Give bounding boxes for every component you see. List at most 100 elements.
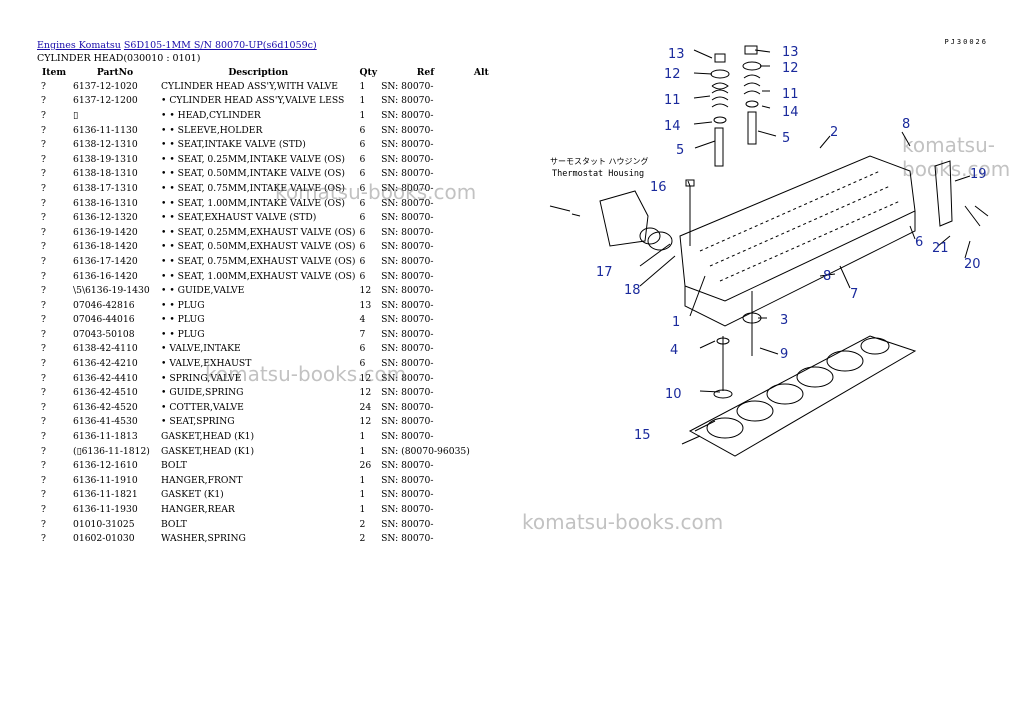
diagram-id: PJ30026	[944, 38, 988, 46]
callout-number: 7	[850, 287, 858, 302]
row-qty: 6	[359, 255, 366, 267]
row-alt	[472, 225, 491, 240]
row-qty: 12	[359, 285, 372, 297]
callout-number: 17	[596, 265, 613, 280]
callout-number: 2	[830, 125, 838, 140]
header-partno: PartNo	[96, 67, 134, 78]
row-qty: 12	[359, 387, 372, 399]
row-ref: SN: 80070-	[381, 285, 434, 297]
row-partno: 6138-12-1310	[73, 139, 138, 151]
row-alt	[472, 210, 491, 225]
row-alt	[472, 94, 491, 109]
row-item: ?	[41, 255, 46, 267]
row-description: BOLT	[161, 518, 187, 530]
row-alt	[472, 444, 491, 459]
row-alt	[472, 342, 491, 357]
row-ref: SN: 80070-	[381, 401, 434, 413]
row-partno: 6138-19-1310	[73, 153, 138, 165]
row-partno: 6136-12-1610	[73, 460, 138, 472]
row-partno: 01010-31025	[73, 518, 135, 530]
row-qty: 1	[359, 474, 366, 486]
row-partno: 6136-42-4410	[73, 372, 138, 384]
row-item: ?	[41, 533, 46, 545]
row-qty: 26	[359, 460, 372, 472]
callout-number: 13	[668, 47, 685, 62]
callout-number: 18	[624, 283, 641, 298]
row-description: • • SLEEVE,HOLDER	[161, 124, 263, 136]
row-partno: 6136-12-1320	[73, 212, 138, 224]
row-item: ?	[41, 212, 46, 224]
row-ref: SN: 80070-	[381, 226, 434, 238]
row-item: ?	[41, 314, 46, 326]
breadcrumb-link-engines[interactable]: Engines Komatsu	[37, 40, 121, 51]
row-partno: 6136-41-4530	[73, 416, 138, 428]
row-partno: 6136-11-1130	[73, 124, 138, 136]
page-title: CYLINDER HEAD(030010 : 0101)	[37, 53, 201, 64]
row-partno: 6136-16-1420	[73, 270, 138, 282]
header-alt: Alt	[473, 67, 489, 78]
row-description: • COTTER,VALVE	[161, 401, 244, 413]
row-item: ?	[41, 226, 46, 238]
header-qty: Qty	[359, 67, 378, 78]
row-qty: 6	[359, 168, 366, 180]
row-alt	[472, 152, 491, 167]
row-qty: 6	[359, 358, 366, 370]
row-description: • • SEAT, 1.00MM,EXHAUST VALVE (OS)	[161, 270, 356, 282]
callout-number: 1	[672, 315, 680, 330]
row-alt	[472, 488, 491, 503]
row-description: HANGER,FRONT	[161, 474, 243, 486]
callout-number: 6	[915, 235, 923, 250]
row-qty: 12	[359, 416, 372, 428]
row-ref: SN: 80070-	[381, 474, 434, 486]
callout-number: 12	[664, 67, 681, 82]
row-qty: 1	[359, 445, 366, 457]
row-item: ?	[41, 109, 46, 121]
row-ref: SN: 80070-	[381, 109, 434, 121]
row-partno: 6136-42-4520	[73, 401, 138, 413]
row-item: ?	[41, 168, 46, 180]
row-item: ?	[41, 431, 46, 443]
row-partno: 6136-11-1821	[73, 489, 138, 501]
row-item: ?	[41, 139, 46, 151]
row-partno: 6138-42-4110	[73, 343, 138, 355]
row-ref: SN: 80070-	[381, 343, 434, 355]
row-partno: 6138-18-1310	[73, 168, 138, 180]
row-description: • • PLUG	[161, 314, 205, 326]
callout-number: 11	[782, 87, 799, 102]
header-ref: Ref	[416, 67, 435, 78]
row-alt	[472, 531, 491, 546]
breadcrumb-link-model[interactable]: S6D105-1MM S/N 80070-UP(s6d1059c)	[123, 40, 317, 51]
callout-number: 21	[932, 241, 949, 256]
row-qty: 6	[359, 182, 366, 194]
row-partno: 07046-44016	[73, 314, 135, 326]
row-alt	[472, 167, 491, 182]
row-qty: 6	[359, 241, 366, 253]
row-item: ?	[41, 241, 46, 253]
row-partno: 6137-12-1200	[73, 95, 138, 107]
table-header-row: Item PartNo Description Qty Ref Alt	[37, 66, 491, 79]
row-qty: 4	[359, 314, 366, 326]
row-ref: SN: 80070-	[381, 358, 434, 370]
callout-number: 5	[782, 131, 790, 146]
row-alt	[472, 137, 491, 152]
row-alt	[472, 79, 491, 94]
row-ref: SN: 80070-	[381, 124, 434, 136]
row-item: ?	[41, 95, 46, 107]
row-description: • • SEAT, 0.75MM,EXHAUST VALVE (OS)	[161, 255, 356, 267]
callout-number: 3	[780, 313, 788, 328]
row-partno: 6136-42-4210	[73, 358, 138, 370]
row-partno: \5\6136-19-1430	[73, 285, 150, 297]
callout-number: 15	[634, 428, 651, 443]
row-alt	[472, 181, 491, 196]
row-description: • VALVE,EXHAUST	[161, 358, 252, 370]
row-partno: 07043-50108	[73, 328, 135, 340]
row-description: • CYLINDER HEAD ASS'Y,VALVE LESS	[161, 95, 345, 107]
